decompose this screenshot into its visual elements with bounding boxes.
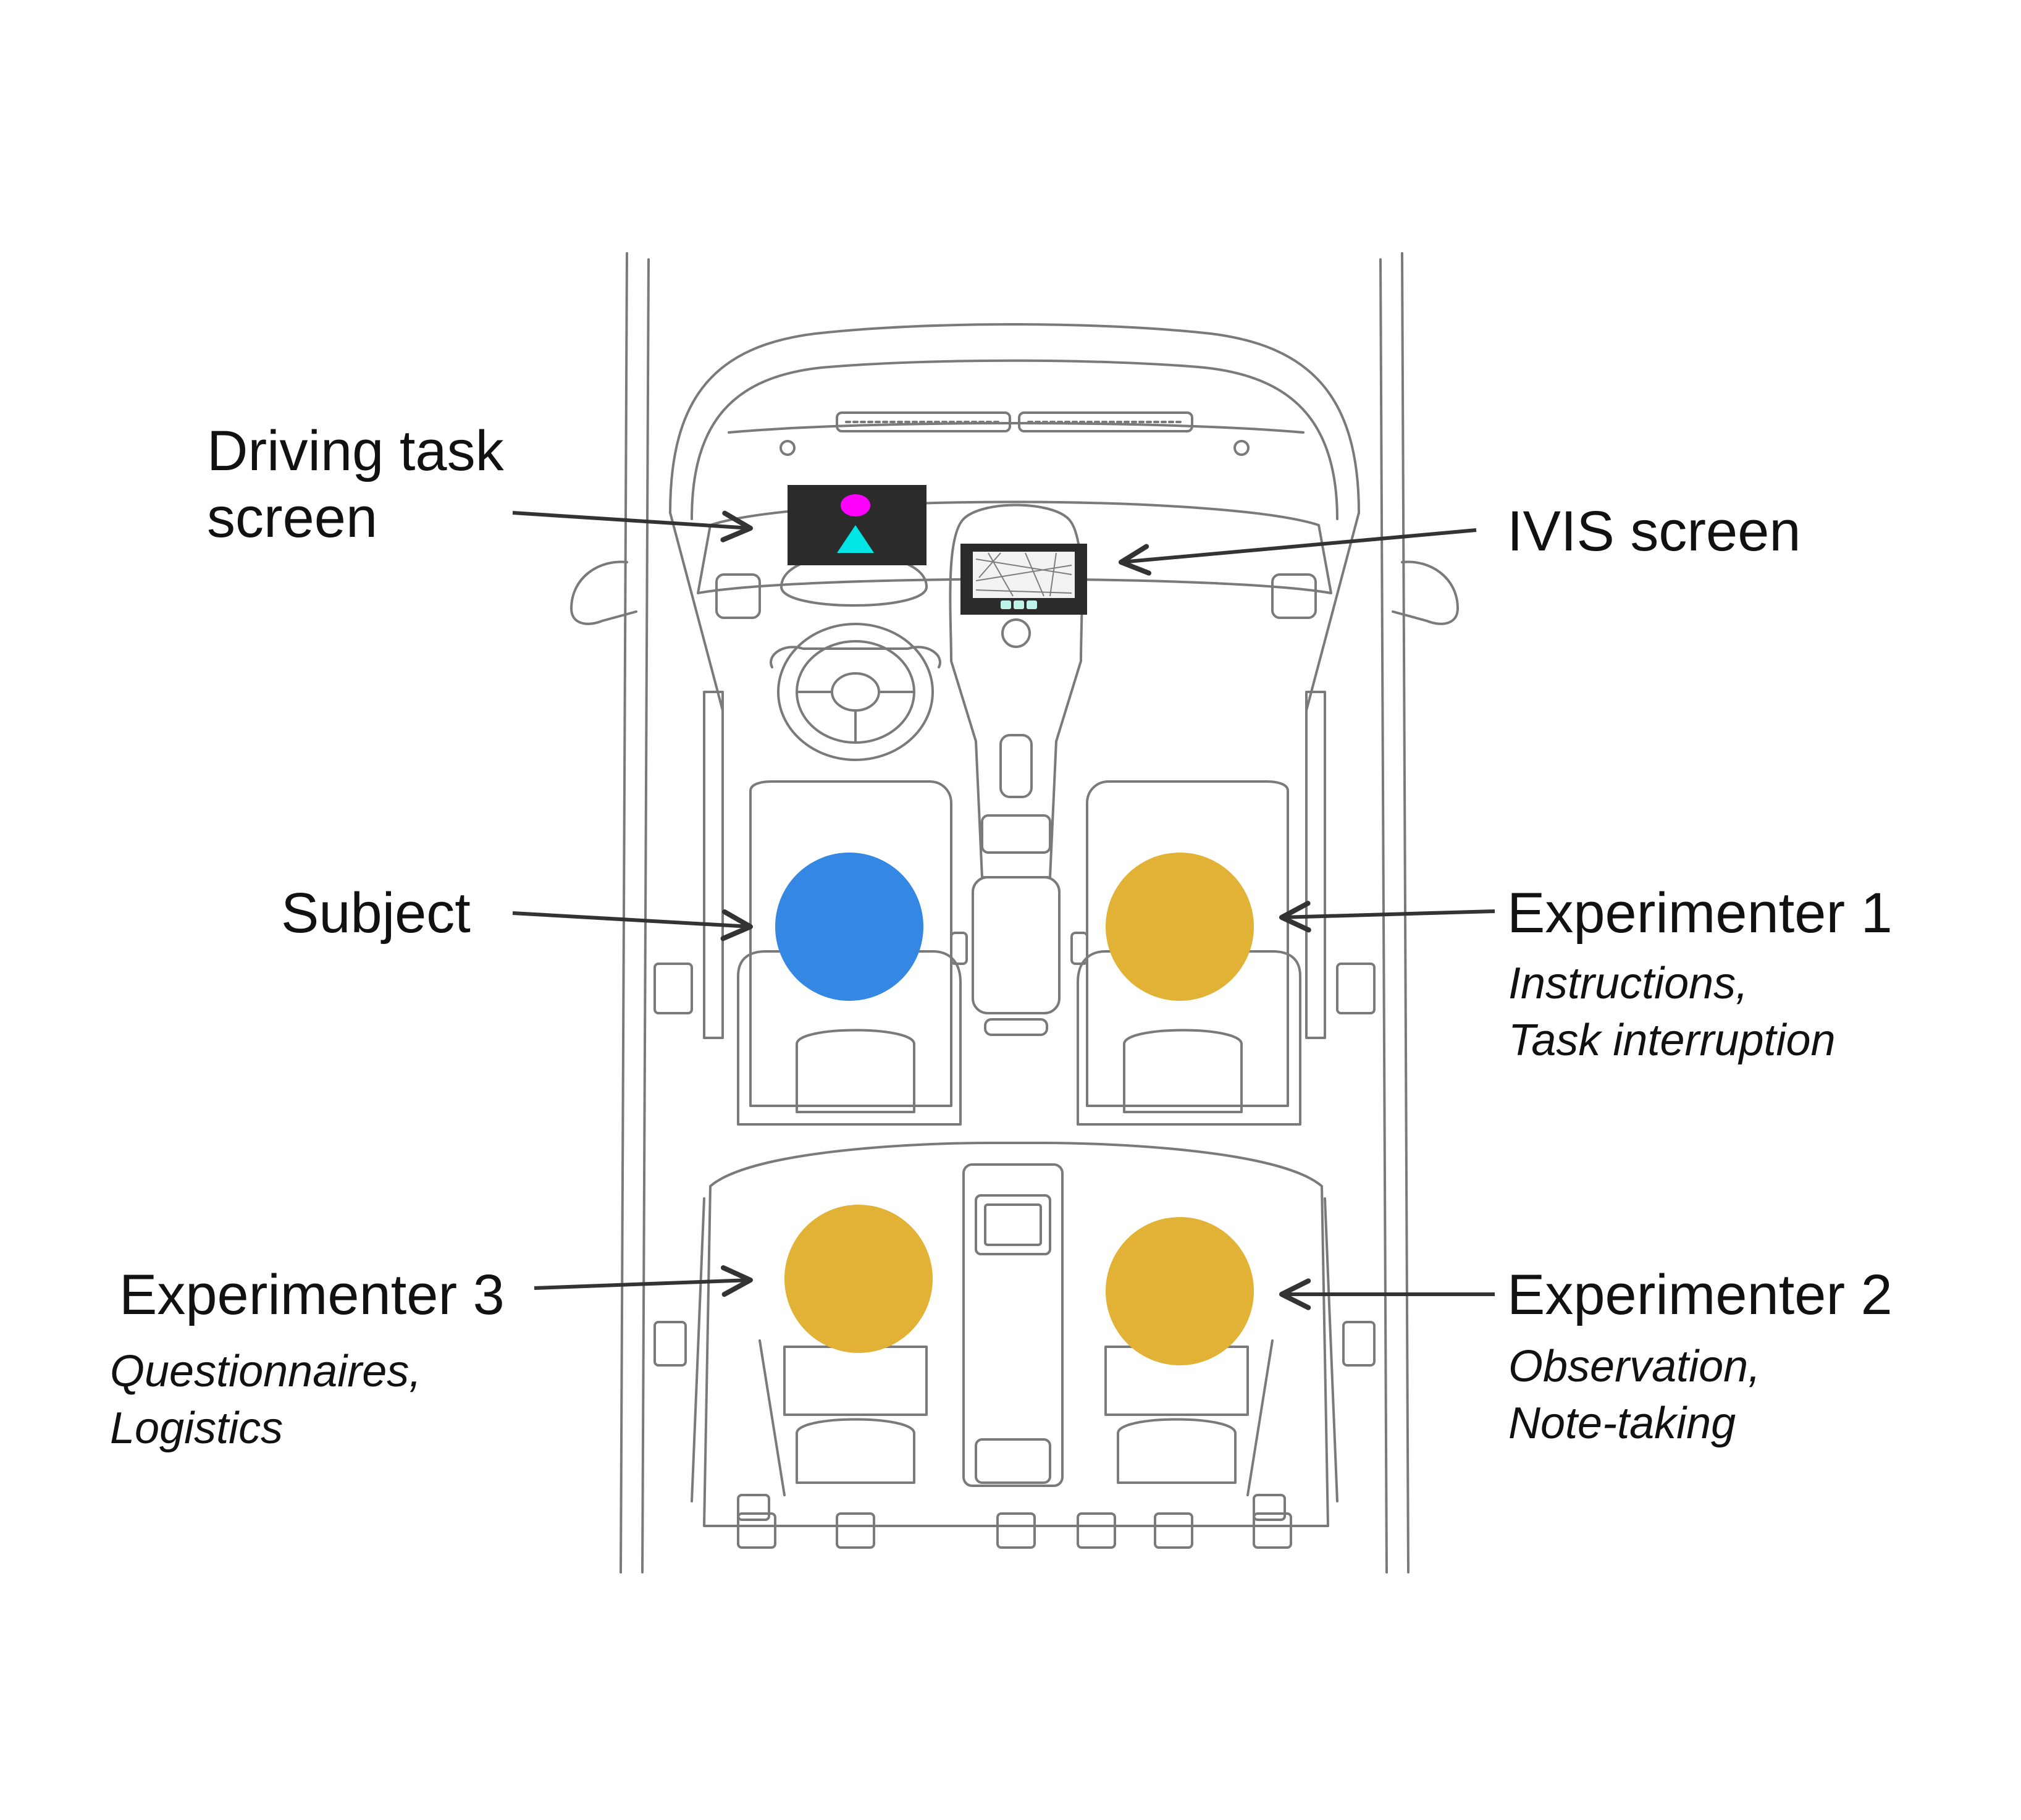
ivis-screen-label: IVIS screen bbox=[1507, 500, 1801, 563]
experimenter-3-label: Experimenter 3 bbox=[119, 1263, 505, 1326]
experimenter-2-marker bbox=[1106, 1217, 1254, 1365]
experimenter-3-role-line1: Questionnaires, bbox=[110, 1347, 422, 1396]
experimenter-1-role-line2: Task interruption bbox=[1508, 1016, 1836, 1065]
ivis-button-2 bbox=[1014, 600, 1024, 609]
driving-task-label-line1: Driving task bbox=[207, 419, 504, 482]
experimenter-2-role-line2: Note-taking bbox=[1508, 1399, 1736, 1448]
arrow-experimenter-3 bbox=[534, 1265, 754, 1297]
experimenter-3-marker bbox=[784, 1205, 933, 1353]
arrows bbox=[512, 510, 1495, 1310]
driving-task-screen bbox=[788, 485, 926, 565]
ivis-button-3 bbox=[1027, 600, 1037, 609]
arrow-driving-task bbox=[512, 510, 754, 542]
subject-label: Subject bbox=[281, 882, 471, 945]
experimenter-1-label: Experimenter 1 bbox=[1507, 882, 1893, 945]
driving-task-label-line2: screen bbox=[207, 486, 378, 549]
subject-marker bbox=[775, 853, 923, 1001]
arrow-ivis bbox=[1118, 528, 1477, 576]
experimenter-2-role-line1: Observation, bbox=[1508, 1342, 1761, 1391]
experimenter-1-role-line1: Instructions, bbox=[1508, 959, 1749, 1008]
arrow-experimenter-1 bbox=[1279, 901, 1495, 933]
ivis-screen bbox=[960, 544, 1087, 615]
ivis-map-streets bbox=[975, 552, 1072, 597]
experimenter-3-role-line2: Logistics bbox=[110, 1404, 284, 1453]
stimulus-circle-icon bbox=[841, 494, 870, 516]
experimenter-2-label: Experimenter 2 bbox=[1507, 1263, 1893, 1326]
car-outline bbox=[570, 252, 1459, 1574]
stimulus-triangle-icon bbox=[837, 525, 874, 553]
experimenter-1-marker bbox=[1106, 853, 1254, 1001]
arrow-subject bbox=[512, 909, 754, 942]
ivis-button-1 bbox=[1001, 600, 1011, 609]
